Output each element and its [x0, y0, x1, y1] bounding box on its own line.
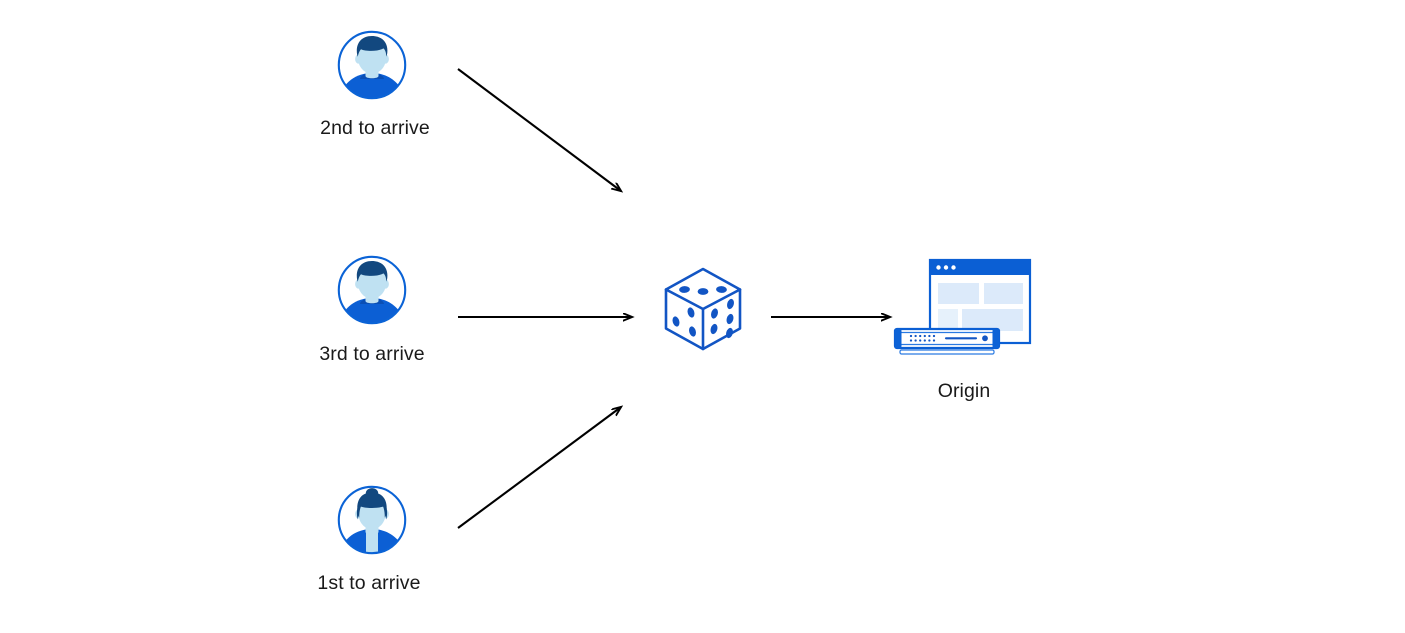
avatar-icon-2nd	[337, 30, 407, 100]
label-visitor-1st: 1st to arrive	[317, 572, 421, 594]
dice-icon	[664, 267, 742, 351]
arrow-2nd-to-dice	[457, 68, 621, 191]
label-origin: Origin	[937, 380, 991, 402]
server-device-icon	[893, 327, 1001, 355]
avatar-icon-1st	[337, 485, 407, 555]
label-visitor-3rd: 3rd to arrive	[319, 343, 425, 365]
node-visitor-1st	[336, 484, 408, 556]
node-origin	[892, 256, 1036, 366]
avatar-icon-3rd	[337, 255, 407, 325]
origin-server-icon	[893, 258, 1032, 355]
node-randomizer-dice	[661, 265, 745, 353]
node-visitor-2nd	[336, 29, 408, 101]
node-visitor-3rd	[336, 254, 408, 326]
arrow-1st-to-dice	[457, 407, 621, 529]
label-visitor-2nd: 2nd to arrive	[320, 117, 430, 139]
